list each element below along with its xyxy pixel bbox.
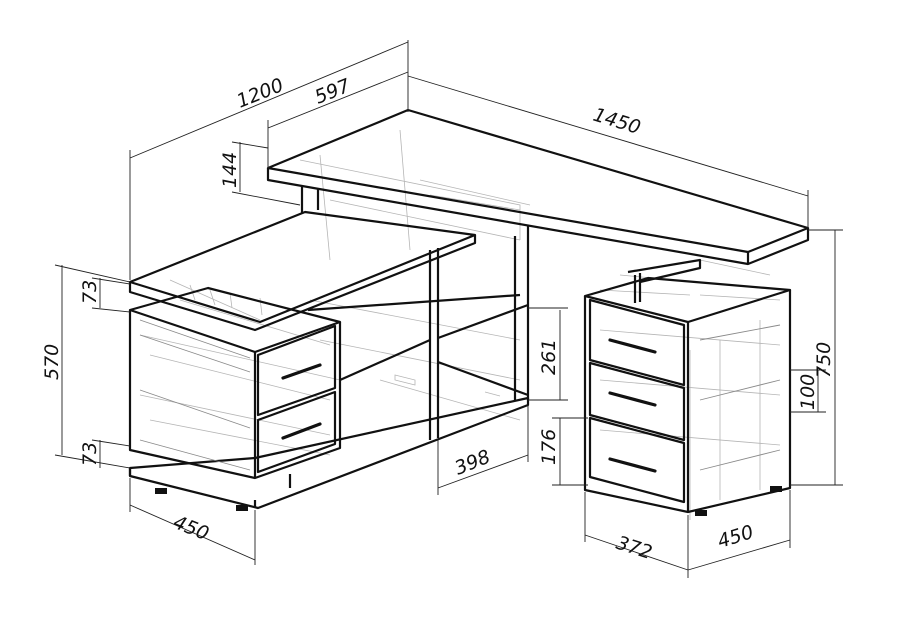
dim-pedestal-height-left: 570: [41, 344, 63, 380]
right-pedestal: [583, 258, 792, 516]
dim-left-width: 450: [170, 511, 212, 545]
dim-right-inner-width: 372: [613, 532, 654, 564]
dim-shelf-thickness-top: 73: [79, 280, 101, 304]
dim-superstructure-height: 144: [219, 152, 241, 188]
dim-plinth-height-left: 73: [79, 442, 101, 466]
hidden-lines: [139, 129, 781, 520]
dim-open-shelf-height: 261: [538, 339, 560, 375]
desk-top: [266, 108, 810, 266]
dim-right-width: 450: [715, 521, 756, 553]
dimension-lines: [54, 40, 843, 578]
dim-shelf-width: 398: [452, 446, 494, 480]
dim-total-height: 750: [813, 342, 835, 378]
dim-top-width: 1450: [591, 104, 644, 139]
left-pedestal: [128, 286, 342, 480]
dim-total-depth: 1200: [234, 74, 287, 113]
dim-bottom-drawer-height: 176: [538, 429, 560, 465]
lower-desk: [128, 210, 529, 440]
dim-drawer-height: 100: [797, 374, 819, 410]
superstructure: [300, 186, 530, 400]
